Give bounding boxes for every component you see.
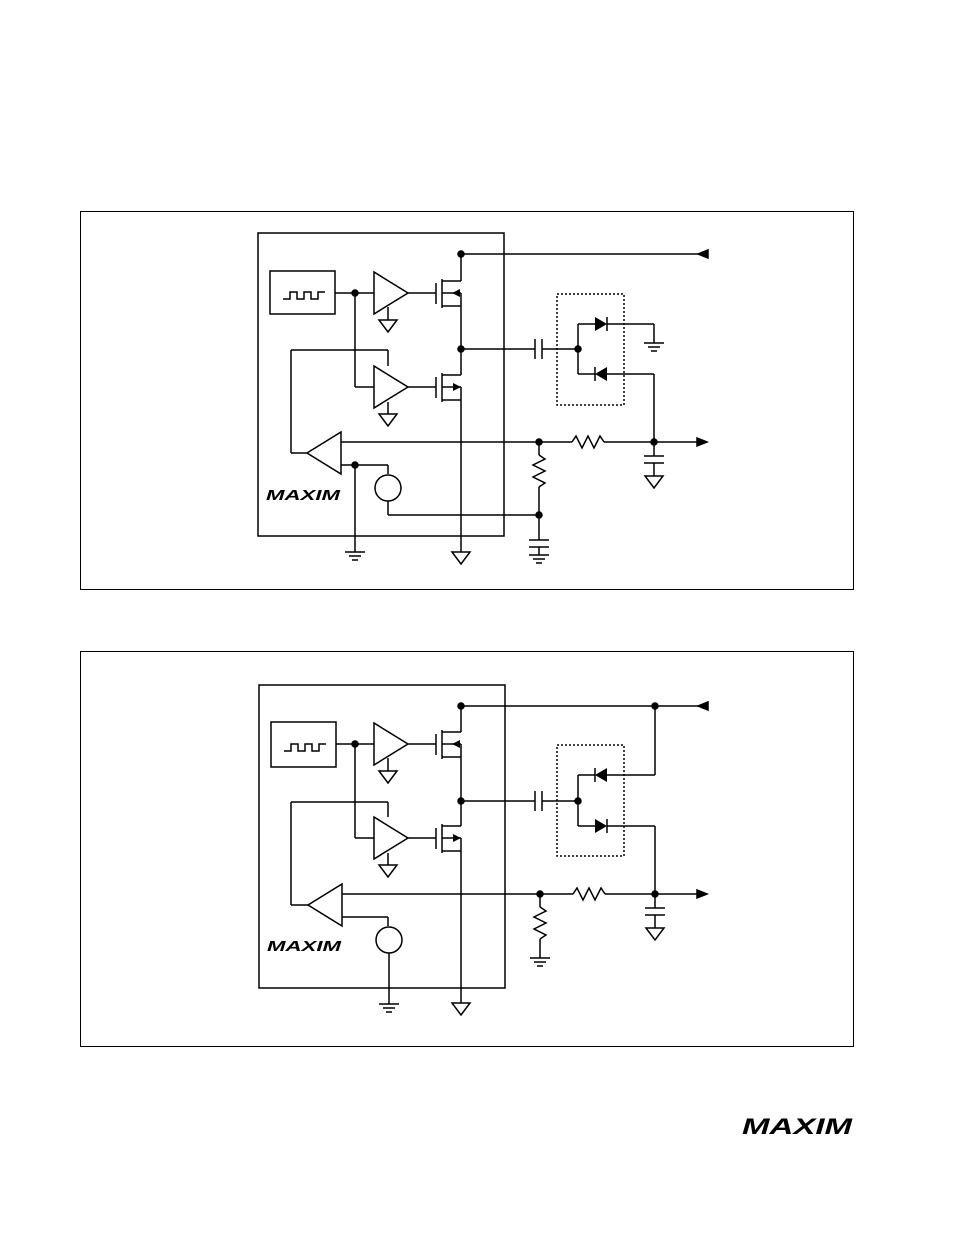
diode-lower xyxy=(595,367,607,381)
square-wave-icon xyxy=(283,292,325,299)
oscillator-block-top xyxy=(270,271,335,314)
oscillator-block-bottom xyxy=(271,722,336,767)
diode-upper xyxy=(595,768,607,782)
high-side-driver xyxy=(374,272,408,314)
error-amplifier xyxy=(308,884,342,926)
low-side-driver xyxy=(374,366,408,408)
resistor-series xyxy=(572,436,604,448)
circuit-bottom xyxy=(259,685,708,1015)
low-side-driver xyxy=(374,817,408,859)
square-wave-icon xyxy=(284,744,326,751)
diode-lower xyxy=(595,819,607,833)
resistor-divider xyxy=(534,907,546,939)
reference-source xyxy=(376,927,402,953)
high-side-driver xyxy=(374,723,408,765)
maxim-logo-chip-bottom: MAXIM xyxy=(267,938,342,955)
diode-upper xyxy=(595,317,607,331)
maxim-logo-page: MAXIM xyxy=(742,1114,853,1139)
circuit-top xyxy=(258,233,708,564)
error-amplifier xyxy=(307,432,341,474)
resistor-divider xyxy=(533,455,545,487)
resistor-series xyxy=(573,888,605,900)
reference-source xyxy=(375,475,401,501)
maxim-logo-chip-top: MAXIM xyxy=(266,487,341,504)
